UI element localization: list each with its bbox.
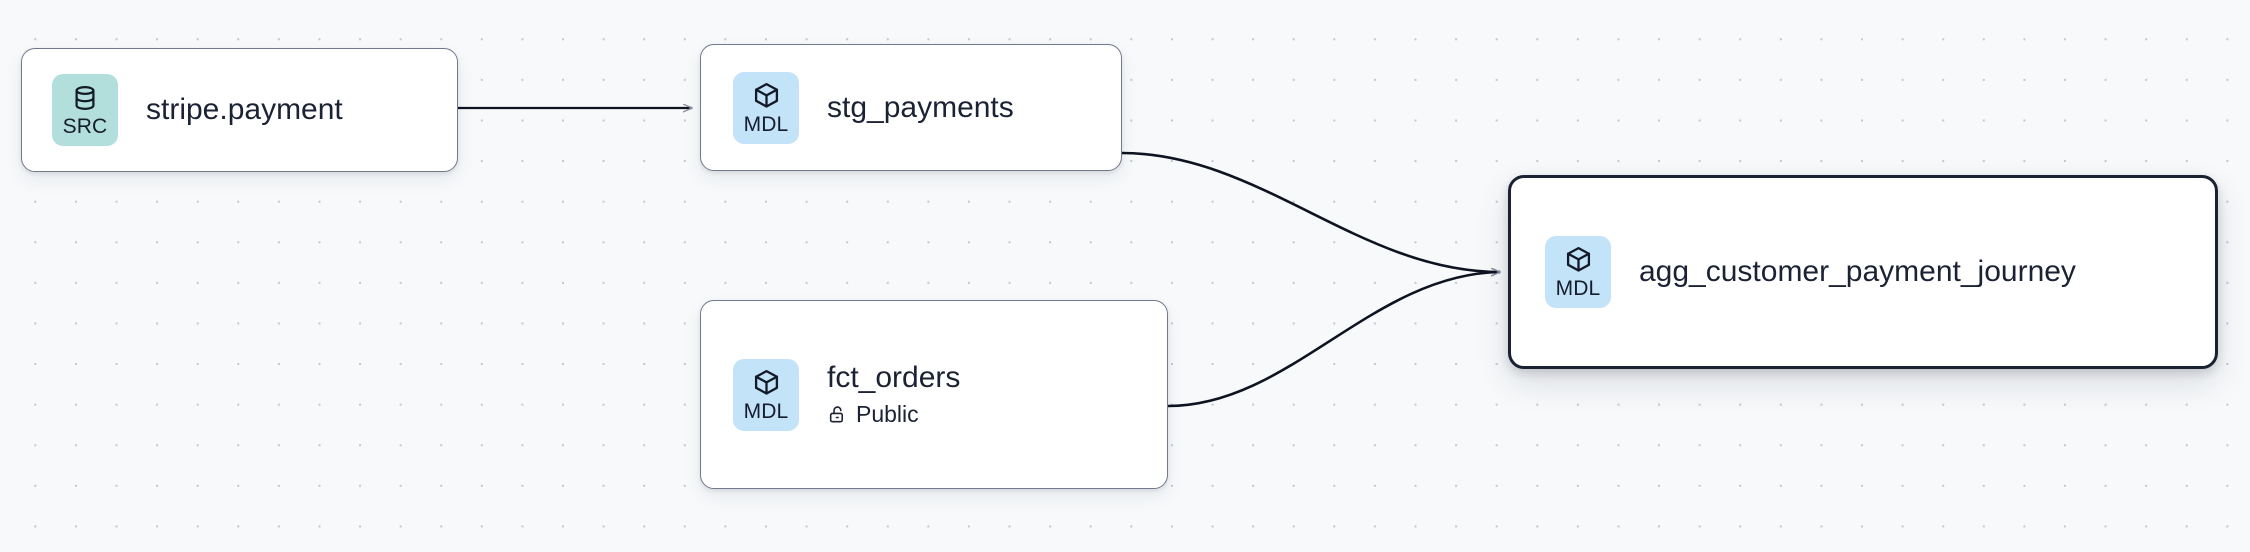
unlock-icon bbox=[827, 404, 848, 425]
cube-icon bbox=[752, 368, 781, 397]
database-icon bbox=[71, 84, 99, 112]
cube-icon bbox=[752, 81, 781, 110]
node-badge-label: SRC bbox=[62, 114, 108, 138]
edge-fct-to-agg bbox=[1167, 272, 1500, 408]
node-title: stg_payments bbox=[827, 90, 1014, 124]
node-stripe-payment[interactable]: SRC stripe.payment bbox=[21, 48, 458, 172]
node-badge-label: MDL bbox=[743, 399, 789, 423]
node-badge-mdl: MDL bbox=[733, 71, 799, 144]
node-body: fct_orders Public bbox=[827, 361, 960, 429]
node-badge-label: MDL bbox=[1555, 277, 1601, 300]
edge-stg-to-agg bbox=[1121, 151, 1500, 272]
node-body: stripe.payment bbox=[146, 93, 343, 127]
node-title: fct_orders bbox=[827, 360, 961, 394]
node-stg-payments[interactable]: MDL stg_payments bbox=[700, 44, 1122, 171]
node-badge-src: SRC bbox=[52, 74, 118, 146]
node-visibility: Public bbox=[827, 401, 960, 428]
node-title: stripe.payment bbox=[146, 93, 343, 127]
node-agg-customer-payment-journey[interactable]: MDL agg_customer_payment_journey bbox=[1508, 175, 2218, 369]
cube-icon bbox=[1564, 245, 1593, 274]
node-title: agg_customer_payment_journey bbox=[1639, 255, 2076, 289]
node-body: agg_customer_payment_journey bbox=[1639, 255, 2076, 289]
node-badge-label: MDL bbox=[743, 112, 789, 136]
node-visibility-label: Public bbox=[856, 401, 919, 428]
node-fct-orders[interactable]: MDL fct_orders Public bbox=[700, 300, 1168, 489]
node-badge-mdl: MDL bbox=[1545, 236, 1611, 308]
node-badge-mdl: MDL bbox=[733, 358, 799, 431]
node-body: stg_payments bbox=[827, 91, 1014, 125]
